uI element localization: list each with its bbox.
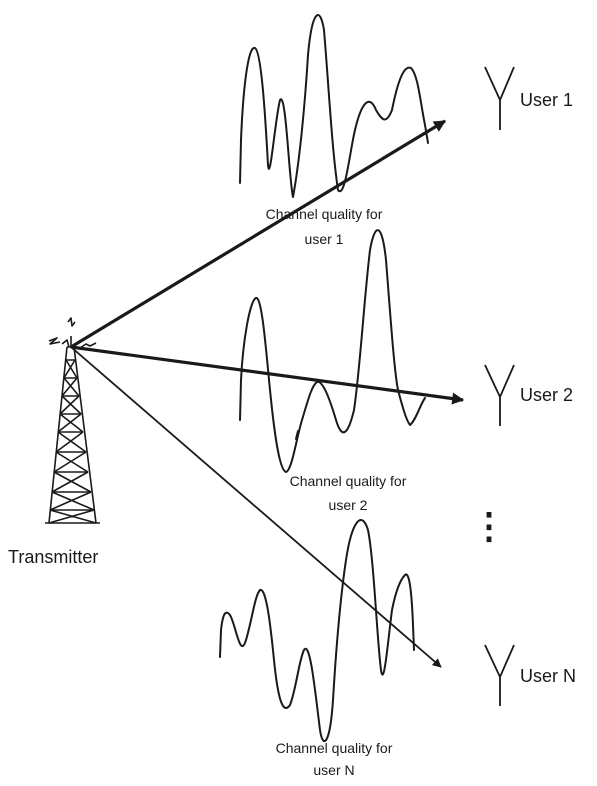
channel-quality-caption-user-2-line-1: Channel quality for [290, 473, 407, 489]
channel-quality-caption-user-2-line-2: user 2 [329, 497, 368, 513]
user-2-label: User 2 [520, 385, 573, 405]
channel-quality-caption-user-n-line-1: Channel quality for [276, 740, 393, 756]
channel-quality-caption-user-1-line-2: user 1 [305, 231, 344, 247]
vertical-ellipsis: ⋮ [471, 505, 507, 546]
channel-quality-waveform-user-1 [239, 14, 429, 198]
channel-quality-caption-user-n-line-2: user N [313, 762, 354, 778]
user-1-label: User 1 [520, 90, 573, 110]
channel-quality-waveform-user-2-tail [295, 430, 299, 440]
user-n-label: User N [520, 666, 576, 686]
user-1-antenna-icon [484, 66, 515, 130]
transmitter-label: Transmitter [8, 547, 98, 567]
channel-quality-caption-user-1-line-1: Channel quality for [266, 206, 383, 222]
user-2-antenna-icon [484, 364, 515, 426]
channel-quality-waveform-user-n [219, 519, 415, 743]
user-n-antenna-icon [484, 644, 515, 706]
arrow-to-user-1 [70, 119, 447, 349]
channel-quality-waveform-user-2 [239, 229, 426, 473]
arrow-to-user-2 [70, 345, 465, 405]
arrow-to-user-n [70, 346, 442, 668]
